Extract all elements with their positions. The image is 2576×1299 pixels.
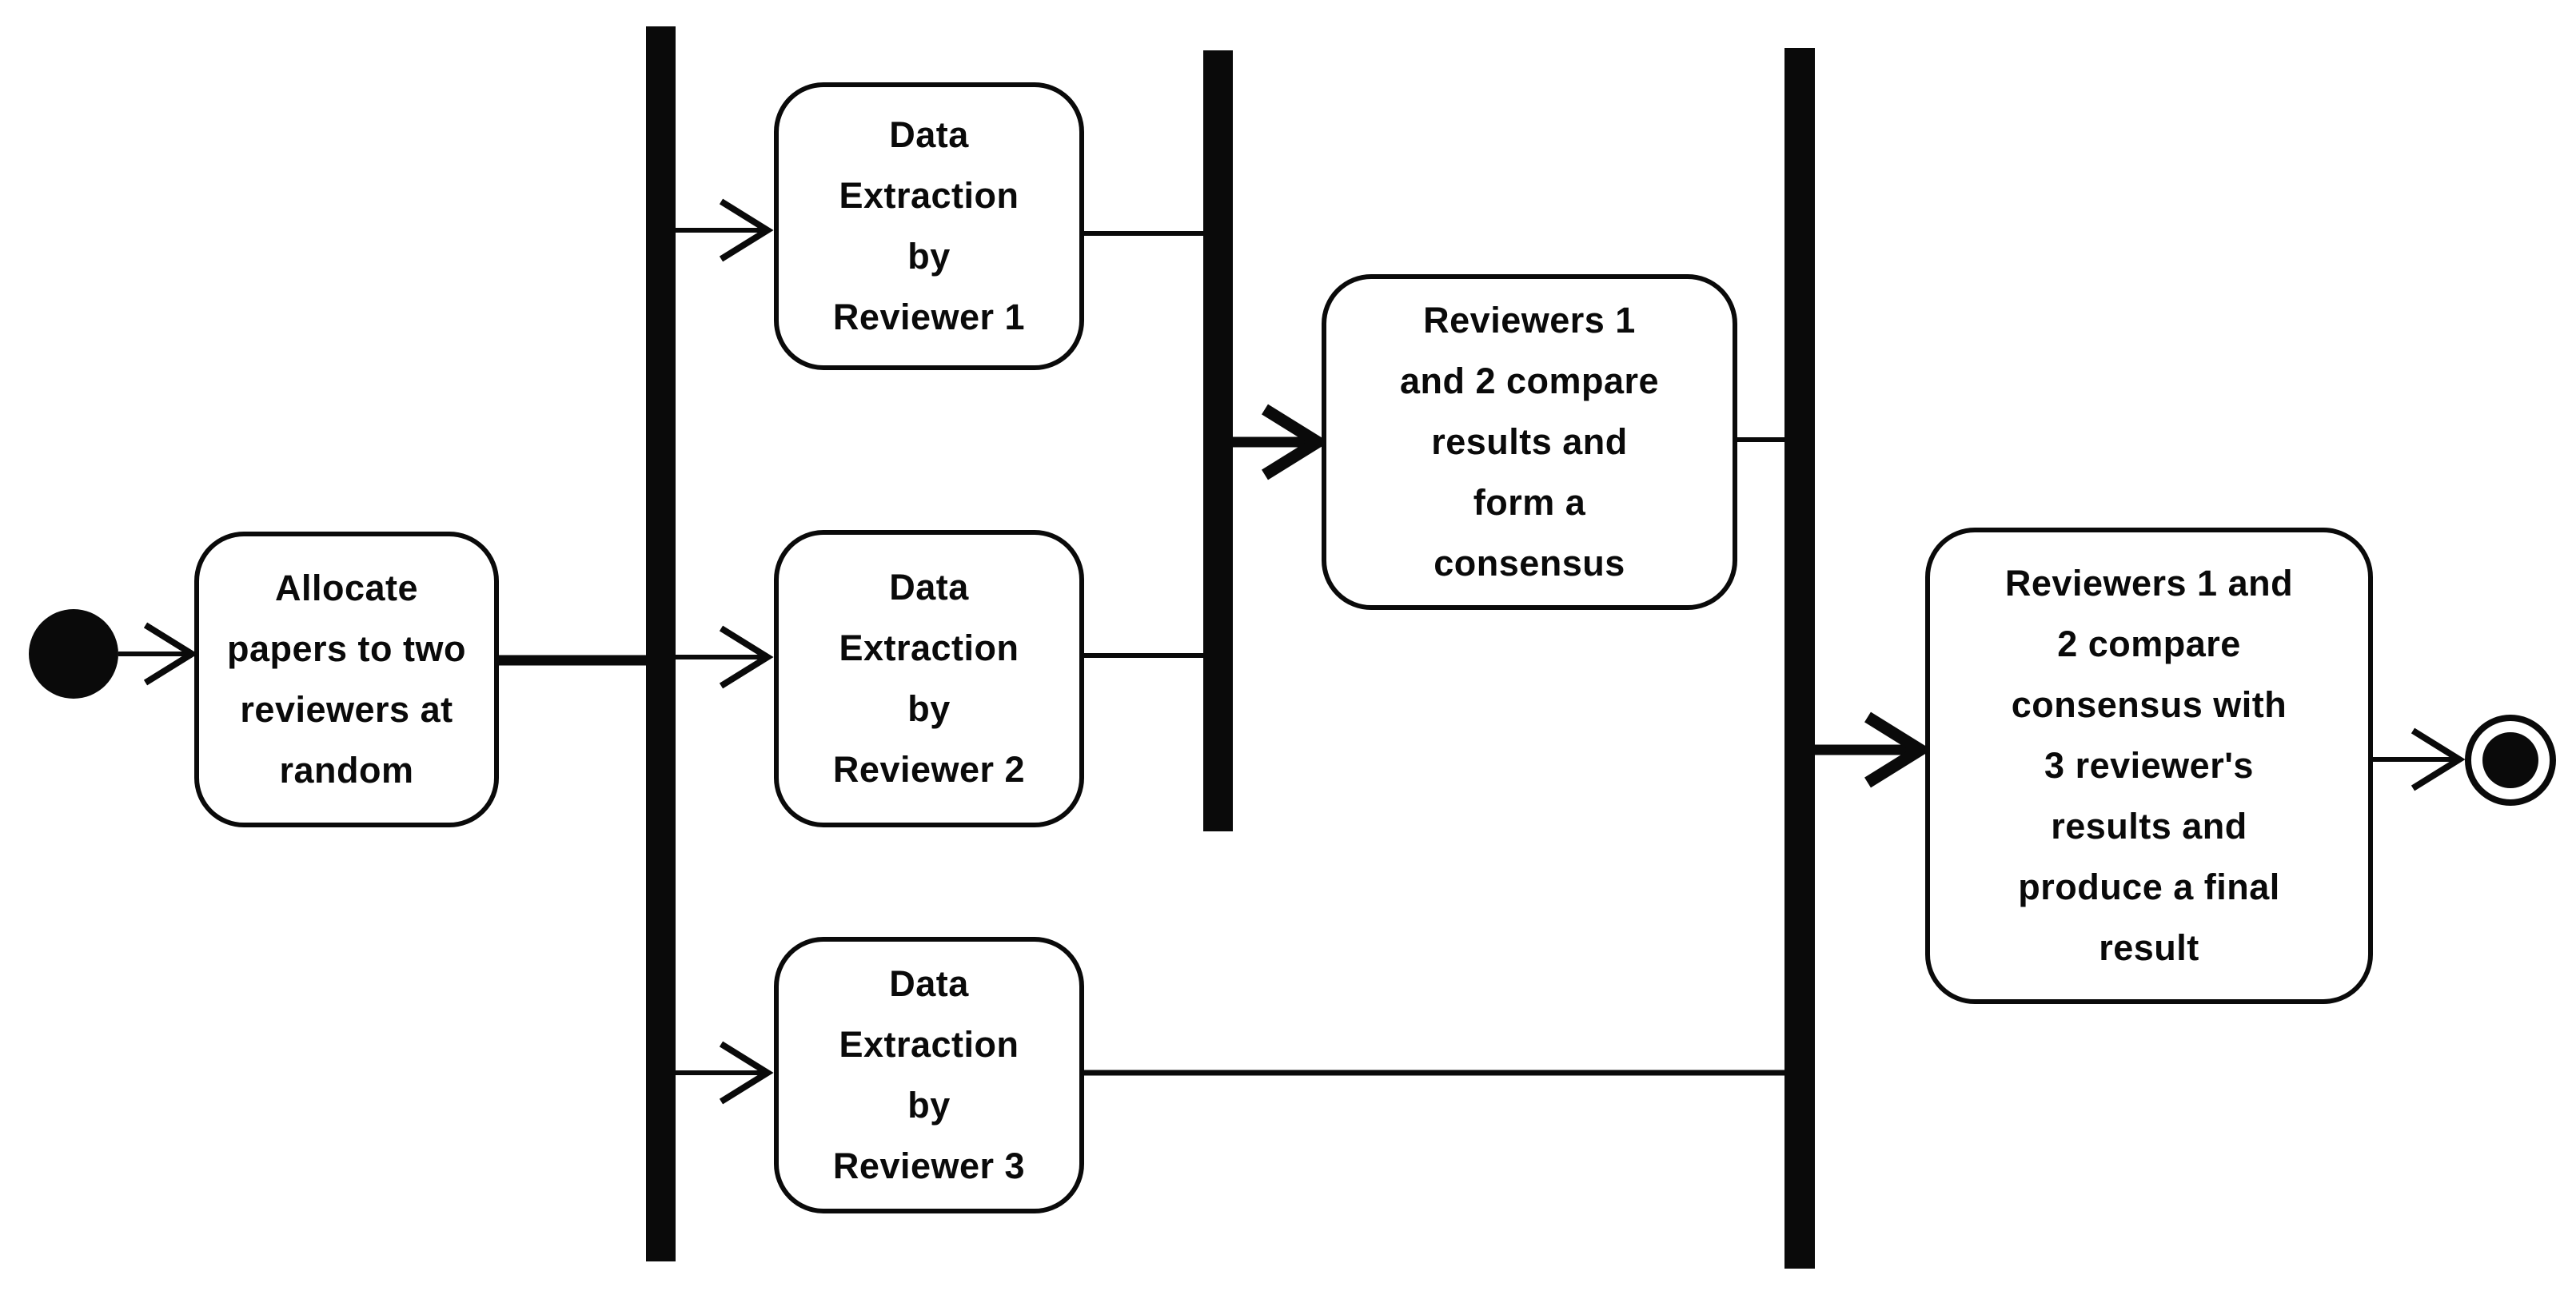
activity-label: Reviewers 1 and 2 compare results and fo… xyxy=(1399,300,1660,584)
open-arrowhead-icon xyxy=(143,622,198,686)
open-arrowhead-icon xyxy=(2411,727,2466,791)
activity-compare-consensus-final-result: Reviewers 1 and 2 compare consensus with… xyxy=(1925,528,2373,1004)
open-arrowhead-icon xyxy=(719,1041,774,1105)
activity-label: Data Extraction by Reviewer 3 xyxy=(832,963,1026,1186)
activity-label: Data Extraction by Reviewer 2 xyxy=(832,567,1026,790)
activity-data-extraction-reviewer-1: Data Extraction by Reviewer 1 xyxy=(774,82,1084,370)
open-arrowhead-icon xyxy=(719,625,774,689)
final-node-core xyxy=(2482,732,2538,788)
bold-arrowhead-icon xyxy=(1262,404,1330,480)
join-fork-bar xyxy=(1203,50,1233,831)
activity-data-extraction-reviewer-2: Data Extraction by Reviewer 2 xyxy=(774,530,1084,827)
join-bar xyxy=(1784,48,1815,1269)
bold-arrowhead-icon xyxy=(1864,711,1932,788)
initial-node xyxy=(29,609,118,699)
activity-label: Data Extraction by Reviewer 1 xyxy=(832,114,1026,337)
activity-data-extraction-reviewer-3: Data Extraction by Reviewer 3 xyxy=(774,937,1084,1213)
activity-compare-results-consensus: Reviewers 1 and 2 compare results and fo… xyxy=(1322,274,1737,610)
activity-allocate-papers: Allocate papers to two reviewers at rand… xyxy=(194,532,499,827)
activity-label: Reviewers 1 and 2 compare consensus with… xyxy=(2004,563,2294,968)
open-arrowhead-icon xyxy=(719,198,774,262)
activity-label: Allocate papers to two reviewers at rand… xyxy=(226,568,467,791)
fork-bar xyxy=(646,26,676,1261)
